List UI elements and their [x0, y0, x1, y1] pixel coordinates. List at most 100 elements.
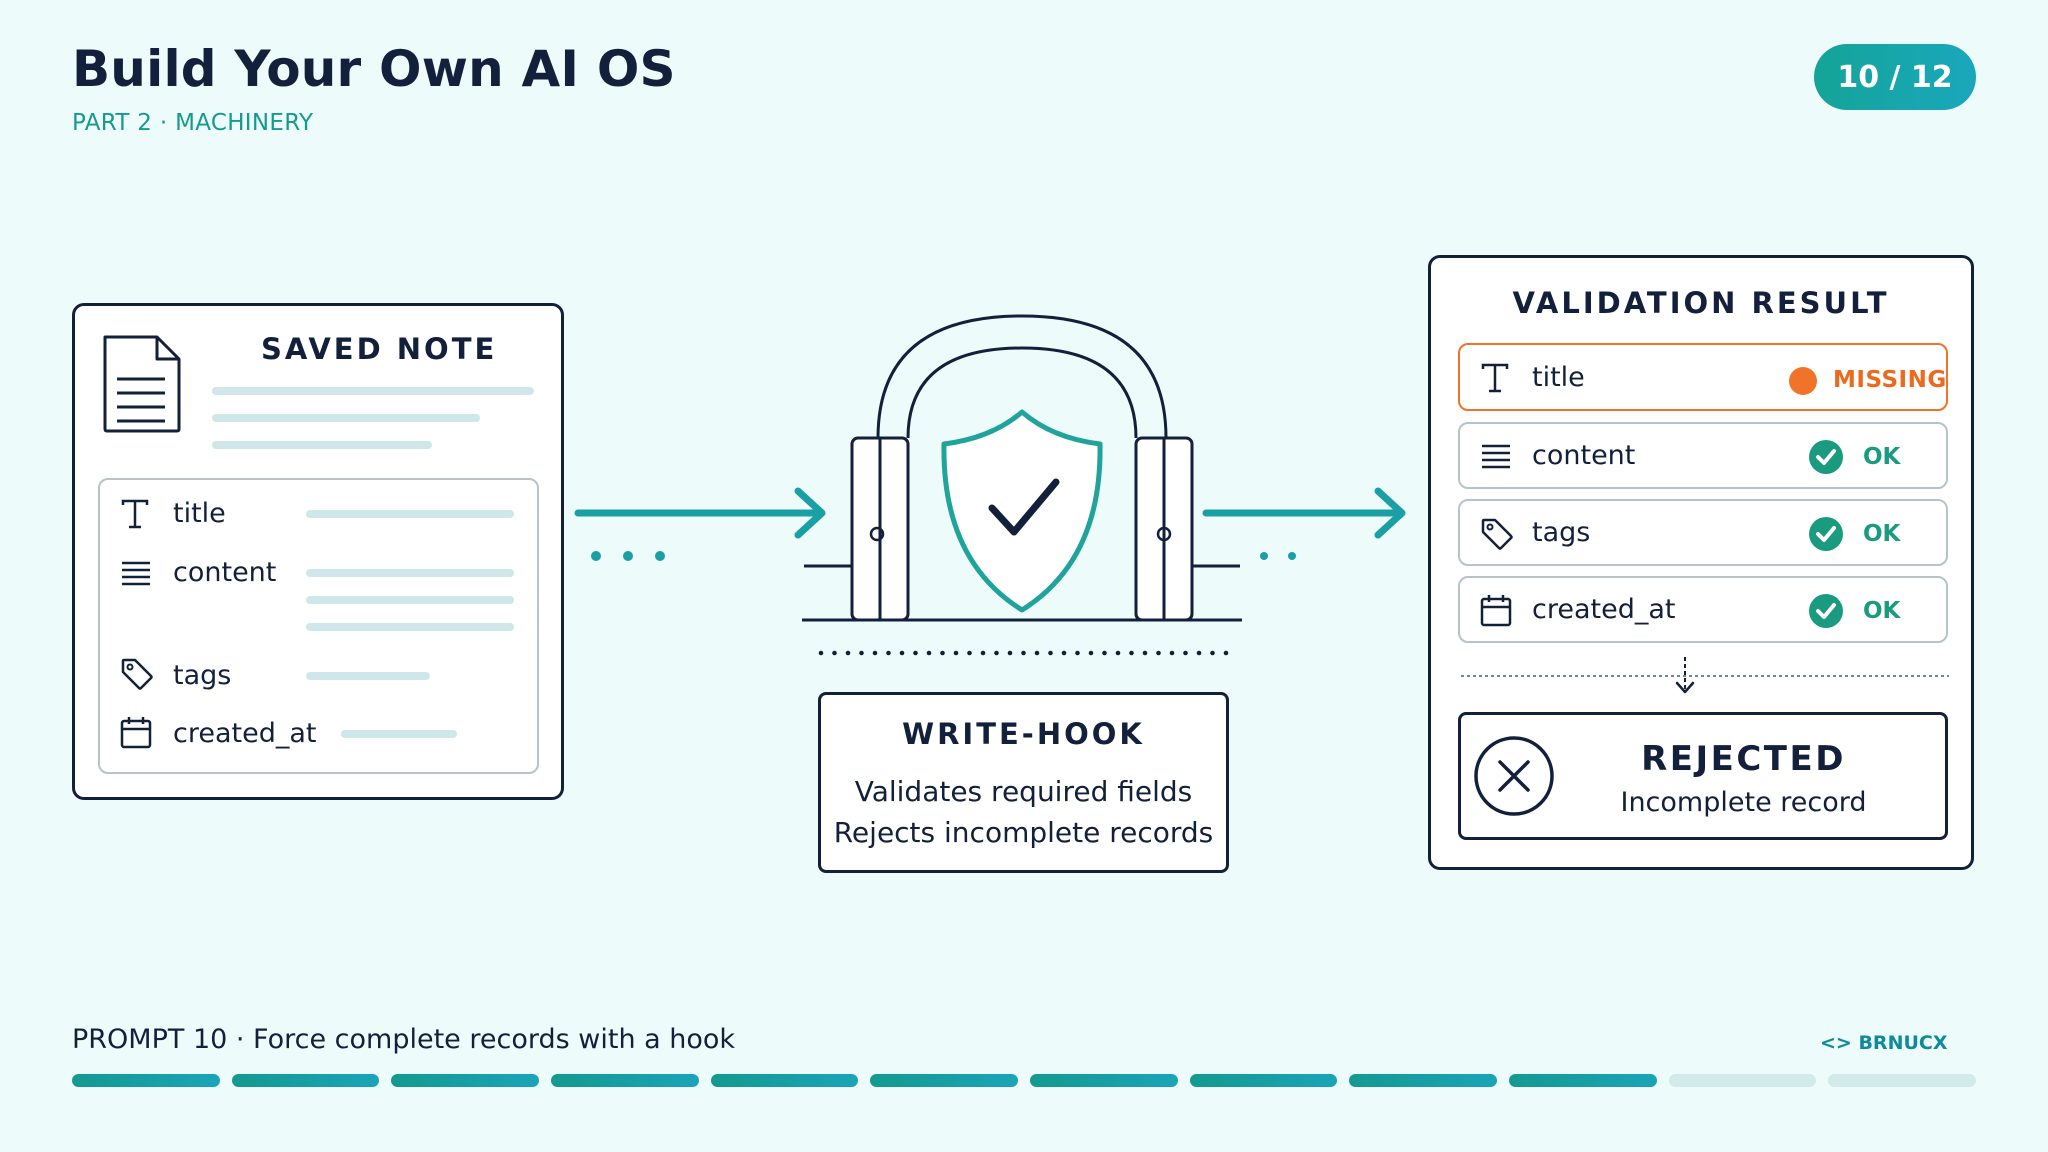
divider-dot [1156, 650, 1161, 656]
divider-dot [1088, 650, 1094, 656]
divider-dot [1115, 650, 1121, 656]
divider-dot [1048, 650, 1053, 656]
saved-note-heading: SAVED NOTE [261, 332, 498, 366]
prompt-caption: PROMPT 10 · Force complete records with … [72, 1024, 736, 1055]
divider-dot [994, 650, 999, 656]
dotted-divider [818, 650, 1229, 656]
divider-dot [1142, 650, 1148, 656]
divider-dot [953, 650, 959, 656]
saved-note-card: SAVED NOTE title content tags [72, 303, 564, 800]
divider-dot [1034, 650, 1040, 656]
progress-segment [870, 1074, 1018, 1087]
value-line [306, 510, 514, 518]
gate-illustration [802, 314, 1242, 622]
progress-segment [1828, 1074, 1976, 1087]
status-badge: OK [1863, 521, 1901, 547]
rejected-title: REJECTED [1641, 739, 1846, 779]
divider-dot [1102, 650, 1107, 656]
calendar-icon [1480, 595, 1512, 627]
rejected-subtitle: Incomplete record [1620, 787, 1867, 818]
progress-segment [72, 1074, 220, 1087]
write-hook-line-1: Validates required fields [854, 775, 1193, 808]
row-label: title [1532, 362, 1585, 393]
divider-dot [1061, 650, 1067, 656]
value-line [306, 596, 514, 604]
divider-dot [872, 650, 878, 656]
note-fields-panel: title content tags created_at [98, 478, 539, 774]
divider-dot [1129, 650, 1134, 656]
progress-segment [391, 1074, 539, 1087]
status-badge: OK [1863, 598, 1901, 624]
calendar-icon [120, 717, 152, 749]
status-badge: OK [1863, 444, 1901, 470]
status-badge: MISSING [1833, 367, 1947, 393]
page-subtitle: PART 2 · MACHINERY [72, 110, 314, 136]
divider-dot [886, 650, 891, 656]
down-arrow-icon [1461, 657, 1949, 694]
divider-dot [913, 650, 918, 656]
text-icon [1481, 363, 1509, 393]
validation-result-card: VALIDATION RESULT title MISSING content … [1428, 255, 1974, 870]
validation-row-created-at: created_at OK [1458, 576, 1948, 643]
validation-row-content: content OK [1458, 422, 1948, 489]
divider-dot [1169, 650, 1175, 656]
divider-dot [1210, 650, 1215, 656]
arrow-right-icon [1202, 487, 1406, 560]
document-icon [103, 335, 181, 433]
progress-segment [1668, 1074, 1817, 1087]
page-indicator: 10 / 12 [1814, 44, 1976, 110]
divider-dot [1021, 650, 1026, 656]
divider-dot [1196, 650, 1202, 656]
divider-dot [1007, 650, 1013, 656]
progress-segment [1509, 1074, 1657, 1087]
validation-row-title: title MISSING [1458, 343, 1948, 411]
progress-segment [551, 1074, 699, 1087]
divider-dot [899, 650, 905, 656]
write-hook-line-2: Rejects incomplete records [833, 816, 1214, 849]
row-label: content [1532, 440, 1636, 471]
value-line [306, 672, 430, 680]
progress-segment [1189, 1074, 1338, 1087]
divider-dot [832, 650, 837, 656]
row-label: created_at [1532, 594, 1676, 625]
placeholder-line [212, 387, 534, 395]
divider-dot [1223, 650, 1229, 656]
value-line [341, 730, 457, 738]
check-circle-icon [1809, 594, 1843, 628]
arrow-right-icon [574, 487, 826, 561]
value-line [306, 569, 514, 577]
rejected-box: REJECTED Incomplete record [1458, 712, 1948, 840]
divider-dot [1075, 650, 1080, 656]
row-label: tags [1532, 517, 1591, 548]
close-circle-icon [1474, 736, 1554, 816]
missing-dot-icon [1789, 367, 1817, 395]
write-hook-card: WRITE-HOOK Validates required fields Rej… [818, 692, 1229, 873]
divider-dot [967, 650, 972, 656]
placeholder-line [212, 441, 432, 449]
tag-icon [121, 658, 153, 690]
placeholder-line [212, 414, 480, 422]
brand-logo: <> BRNUCX [1820, 1032, 1948, 1054]
divider-dot [926, 650, 932, 656]
divider-dot [980, 650, 986, 656]
check-circle-icon [1809, 517, 1843, 551]
divider-dot [940, 650, 945, 656]
progress-segment [1349, 1074, 1497, 1087]
write-hook-heading: WRITE-HOOK [902, 717, 1145, 751]
lines-icon [122, 561, 150, 586]
divider-dot [1183, 650, 1188, 656]
divider-dot [818, 650, 824, 656]
lines-icon [1482, 444, 1510, 469]
field-label-tags: tags [173, 660, 232, 691]
page-title: Build Your Own AI OS [72, 40, 676, 98]
progress-segment [1030, 1074, 1178, 1087]
divider-dot [859, 650, 864, 656]
tag-icon [1481, 518, 1513, 550]
text-icon [121, 499, 149, 529]
validation-row-tags: tags OK [1458, 499, 1948, 566]
field-label-title: title [173, 498, 226, 529]
check-circle-icon [1809, 440, 1843, 474]
progress-segment [231, 1074, 380, 1087]
divider-dot [845, 650, 851, 656]
progress-segment [710, 1074, 859, 1087]
